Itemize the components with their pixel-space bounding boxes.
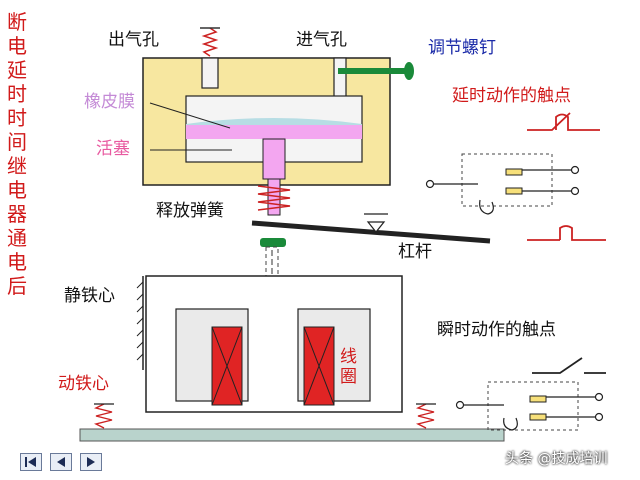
delay-contact-box — [461, 153, 553, 207]
inlet-channel — [333, 57, 347, 99]
next-page-icon[interactable] — [80, 453, 102, 471]
adjust-screw-label: 调节螺钉 — [428, 38, 496, 58]
diagram-title: 断电延时时间继电器通电后 — [7, 10, 27, 298]
piston-rod — [262, 138, 286, 180]
moving-core-label: 动铁心 — [58, 374, 109, 394]
watermark: 头条 @技成培训 — [505, 451, 608, 467]
static-core-label: 静铁心 — [64, 286, 115, 306]
diaphragm-label: 橡皮膜 — [84, 92, 135, 112]
release-spring-label: 释放弹簧 — [156, 201, 224, 221]
outlet-spring — [201, 27, 219, 57]
inlet-label: 进气孔 — [296, 30, 347, 50]
delay-contact-symbol — [527, 112, 600, 131]
release-spring — [257, 185, 291, 211]
adjust-screw — [338, 68, 406, 74]
piston-label: 活塞 — [96, 139, 130, 159]
first-page-icon[interactable] — [20, 453, 42, 471]
lever-pivot — [366, 221, 386, 233]
left-base-spring — [93, 403, 113, 429]
prev-page-icon[interactable] — [50, 453, 72, 471]
outlet-label: 出气孔 — [108, 30, 159, 50]
piston-chamber — [186, 125, 362, 139]
instant-contact-label: 瞬时动作的触点 — [437, 320, 556, 340]
lever — [251, 220, 491, 244]
outlet-tube — [201, 57, 219, 89]
adjust-screw-head — [404, 62, 414, 80]
base-plate — [79, 428, 505, 442]
lever-label: 杠杆 — [398, 242, 432, 262]
instant-contact-box — [487, 381, 579, 431]
core-connector — [260, 238, 286, 247]
coil-label: 线圈 — [340, 347, 357, 387]
right-base-spring — [415, 403, 435, 429]
instant-contact-symbol — [532, 357, 606, 374]
delay-contact-label: 延时动作的触点 — [452, 86, 571, 106]
delay-contact-symbol-2 — [527, 225, 606, 241]
